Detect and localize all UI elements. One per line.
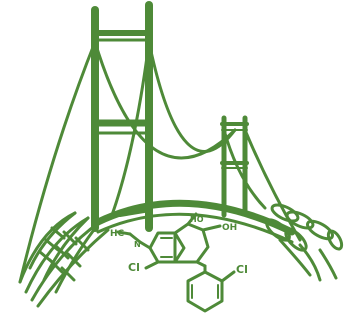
label-right-hydroxyl: OH xyxy=(222,223,237,233)
tall-tower xyxy=(91,1,153,232)
label-phenyl-chlorine: Cl xyxy=(236,263,248,276)
suspension-cables xyxy=(18,40,302,284)
label-nitrogen: N xyxy=(134,240,141,249)
label-left-group: HC xyxy=(110,229,125,239)
label-top-hydroxyl: HO xyxy=(190,215,204,224)
right-wheat-ears xyxy=(265,203,344,282)
left-wheat-leaves xyxy=(18,211,110,308)
molecule-structure xyxy=(116,212,236,313)
label-left-chlorine: Cl xyxy=(128,261,140,274)
molecule-labels: HC N HO OH Cl Cl xyxy=(110,215,248,276)
